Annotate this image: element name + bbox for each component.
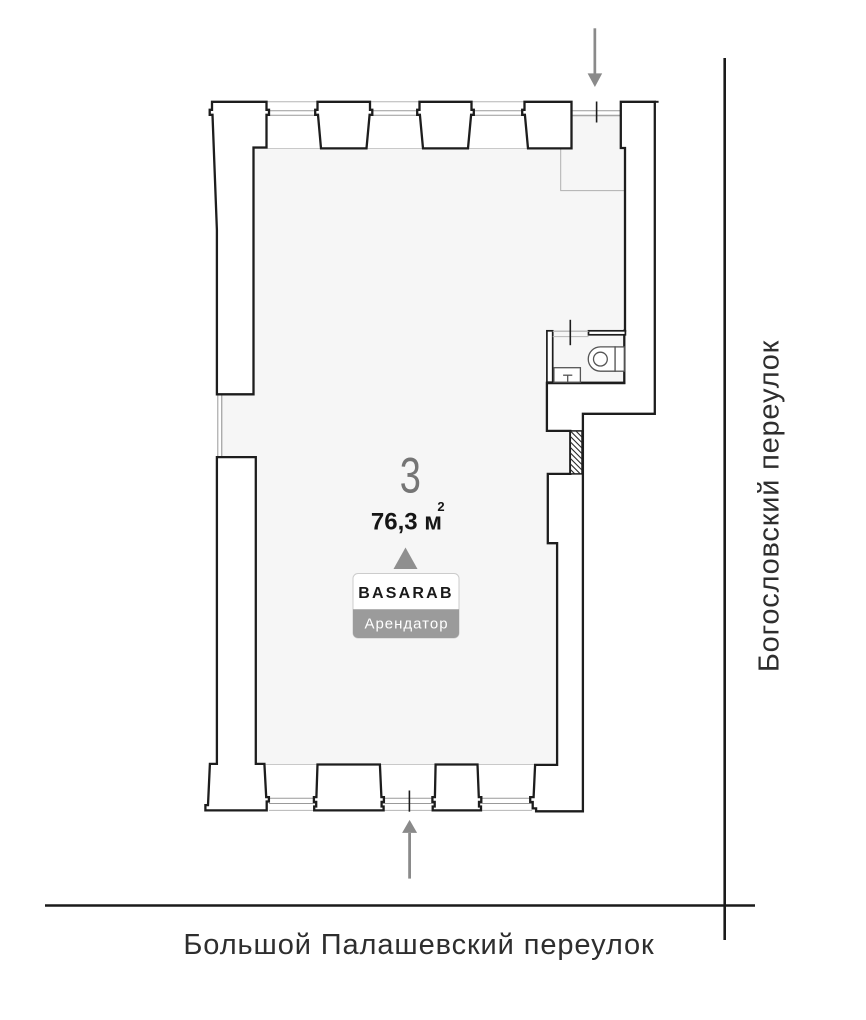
svg-text:3: 3 <box>400 449 421 504</box>
svg-text:Богословский переулок: Богословский переулок <box>754 340 786 672</box>
svg-text:76,3 м: 76,3 м <box>371 509 442 536</box>
svg-text:Большой Палашевский переулок: Большой Палашевский переулок <box>183 929 654 961</box>
svg-text:BASARAB: BASARAB <box>358 585 453 602</box>
svg-text:2: 2 <box>437 499 444 514</box>
svg-text:Арендатор: Арендатор <box>364 616 448 633</box>
